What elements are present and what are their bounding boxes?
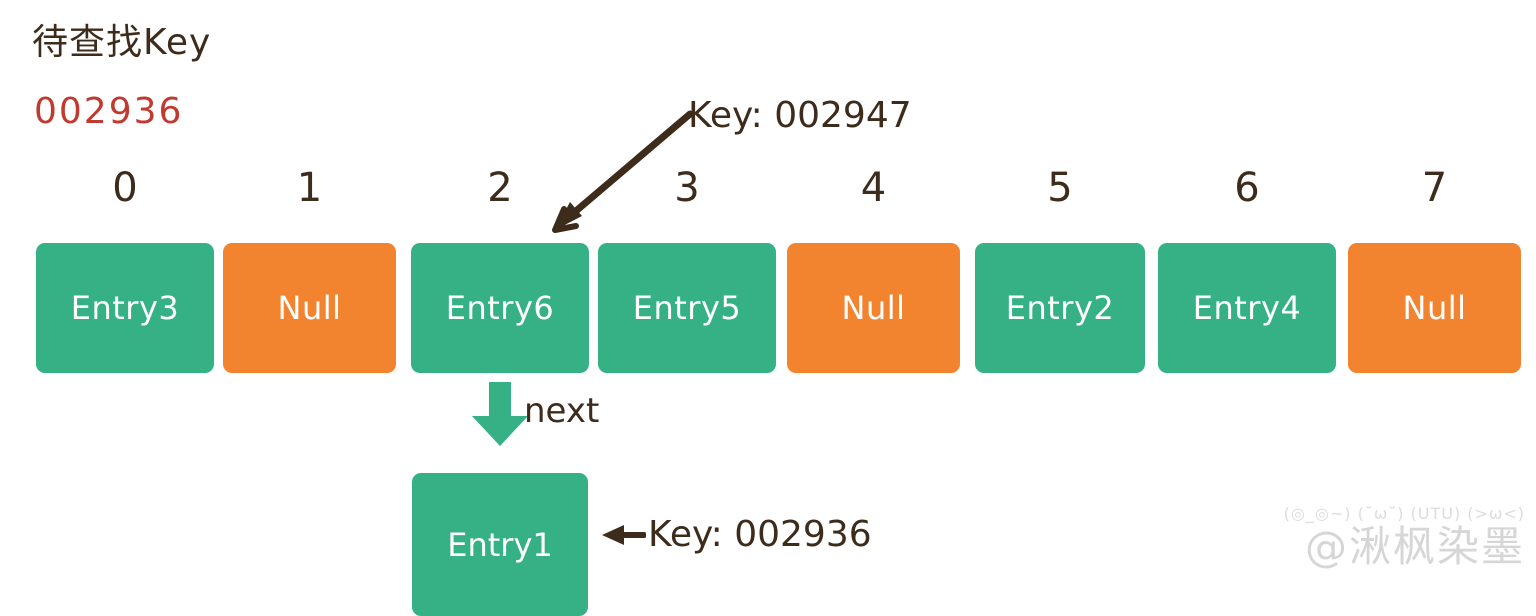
next-pointer-arrow-icon <box>472 382 528 446</box>
bucket-key-annotation: Key: 002947 <box>688 95 912 136</box>
bucket-slot-0-label: Entry3 <box>70 289 180 327</box>
bucket-index-7: 7 <box>1421 165 1448 211</box>
node-key-arrow-icon <box>602 525 646 545</box>
watermark: (◎_◎~) (˘ω˘) (UTU) (>ω<) @湫枫染墨 <box>1185 505 1525 571</box>
bucket-slot-2-label: Entry6 <box>445 289 555 327</box>
bucket-slot-7-label: Null <box>1402 289 1467 327</box>
bucket-slot-2[interactable]: Entry6 <box>411 243 589 373</box>
bucket-slot-5-label: Entry2 <box>1005 289 1115 327</box>
node-key-annotation: Key: 002936 <box>648 514 872 555</box>
bucket-slot-1-label: Null <box>277 289 342 327</box>
bucket-key-arrow-icon <box>552 110 694 233</box>
search-key-label: 待查找Key <box>32 22 212 63</box>
bucket-slot-1[interactable]: Null <box>223 243 396 373</box>
watermark-kaomoji: (◎_◎~) (˘ω˘) (UTU) (>ω<) <box>1283 504 1525 523</box>
bucket-slot-4[interactable]: Null <box>787 243 960 373</box>
watermark-handle: @湫枫染墨 <box>1304 521 1525 571</box>
bucket-slot-5[interactable]: Entry2 <box>975 243 1145 373</box>
bucket-slot-6-label: Entry4 <box>1192 289 1302 327</box>
bucket-index-2: 2 <box>487 165 513 211</box>
bucket-index-5: 5 <box>1047 165 1073 211</box>
bucket-slot-3-label: Entry5 <box>632 289 742 327</box>
bucket-index-0: 0 <box>112 165 138 211</box>
bucket-index-6: 6 <box>1234 165 1260 211</box>
bucket-index-4: 4 <box>860 165 887 211</box>
bucket-slot-7[interactable]: Null <box>1348 243 1521 373</box>
chain-node-entry1-label: Entry1 <box>447 525 553 564</box>
bucket-index-3: 3 <box>674 165 700 211</box>
next-pointer-label: next <box>524 391 600 431</box>
bucket-slot-4-label: Null <box>841 289 906 327</box>
chain-node-entry1[interactable]: Entry1 <box>412 473 588 616</box>
bucket-slot-6[interactable]: Entry4 <box>1158 243 1336 373</box>
bucket-slot-0[interactable]: Entry3 <box>36 243 214 373</box>
bucket-index-1: 1 <box>296 165 323 211</box>
bucket-slot-3[interactable]: Entry5 <box>598 243 776 373</box>
search-key-value: 002936 <box>34 91 184 132</box>
